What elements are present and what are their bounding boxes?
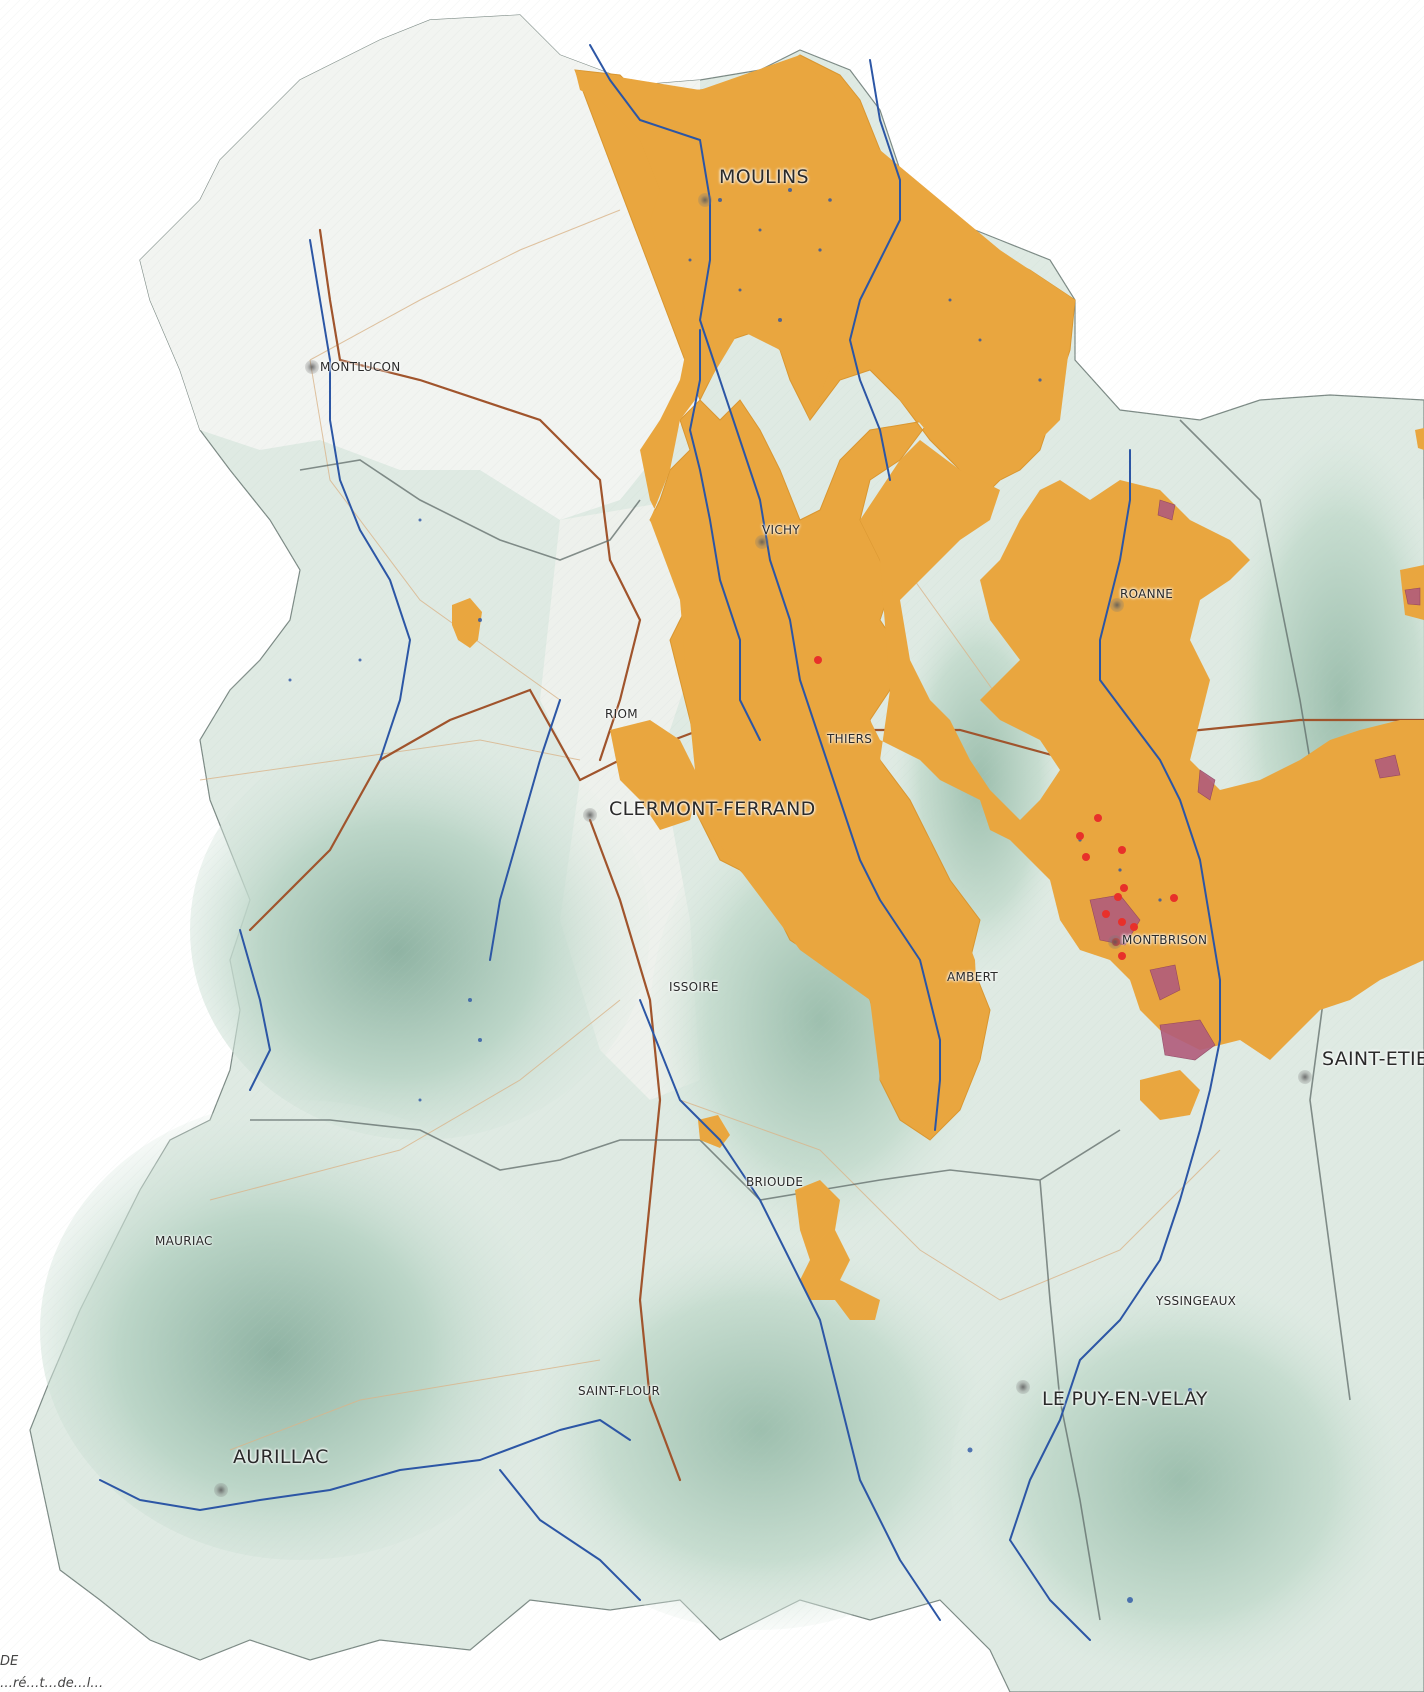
city-label-saint-etienne: SAINT-ETIE [1322, 1048, 1424, 1070]
city-label-saint-flour: SAINT-FLOUR [578, 1384, 661, 1398]
city-label-aurillac: AURILLAC [233, 1446, 329, 1468]
urban-montlucon [305, 360, 319, 374]
zone-clermont-east [610, 720, 700, 830]
zone-isolated-west [452, 598, 482, 648]
city-label-ambert: AMBERT [947, 970, 998, 984]
rivers [99, 44, 1221, 1641]
city-label-roanne: ROANNE [1120, 587, 1174, 601]
urban-moulins [698, 193, 712, 207]
city-label-vichy: VICHY [762, 523, 800, 537]
city-label-moulins: MOULINS [719, 166, 809, 188]
zone-brioude-north [698, 1115, 730, 1148]
legend-fragment-line-2: …ré…t…de…l… [0, 1676, 104, 1691]
city-label-yssingeaux: YSSINGEAUX [1156, 1294, 1237, 1308]
legend-fragment-line-1: DE [0, 1654, 19, 1669]
city-label-thiers: THIERS [827, 732, 873, 746]
city-label-brioude: BRIOUDE [746, 1175, 804, 1189]
urban-montbrison [1108, 935, 1122, 949]
zone-brioude [795, 1180, 880, 1320]
urban-clermont [583, 808, 597, 822]
city-label-mauriac: MAURIAC [155, 1234, 213, 1248]
zone-east-fragment-2 [1415, 428, 1424, 450]
wetlands [1089, 499, 1421, 1061]
urban-roanne [1110, 598, 1124, 612]
zone-forez-south [1140, 1070, 1200, 1120]
city-label-montlucon: MONTLUCON [320, 360, 401, 374]
urban-vichy [755, 535, 769, 549]
city-label-montbrison: MONTBRISON [1122, 933, 1208, 947]
zone-main-body [575, 55, 1424, 1140]
urban-le-puy [1016, 1380, 1030, 1394]
city-label-issoire: ISSOIRE [669, 980, 719, 994]
urban-saint-etienne [1298, 1070, 1312, 1084]
urban-aurillac [214, 1483, 228, 1497]
ponds [288, 188, 1192, 1603]
city-label-riom: RIOM [605, 707, 638, 721]
city-label-le-puy-en-velay: LE PUY-EN-VELAY [1042, 1388, 1208, 1410]
city-label-clermont-ferrand: CLERMONT-FERRAND [609, 798, 816, 820]
